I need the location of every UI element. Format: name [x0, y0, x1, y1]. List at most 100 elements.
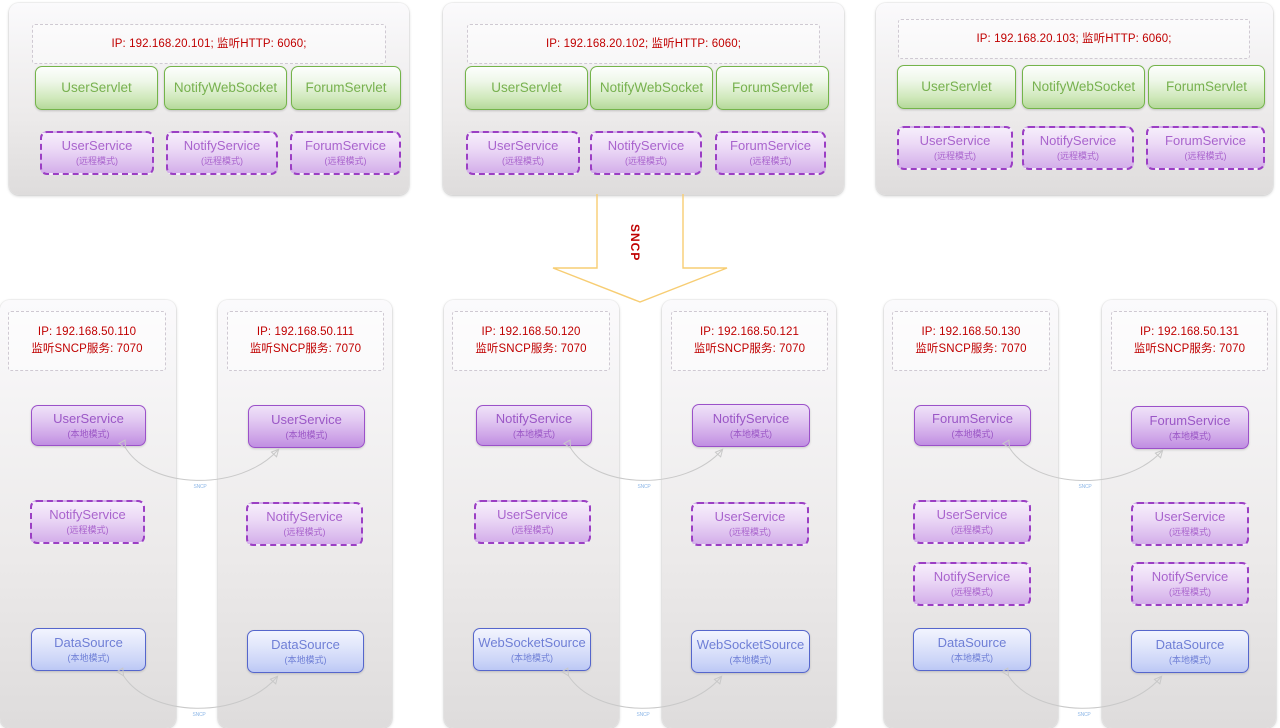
node-name: NotifyService	[495, 410, 573, 426]
servlet-label: ForumServlet	[731, 80, 814, 96]
service-notifyservice-remote-3[interactable]: NotifyService (远程模式)	[1022, 126, 1134, 170]
service-name: ForumService	[305, 138, 386, 154]
node-name: DataSource	[271, 636, 340, 652]
node-name: NotifyService	[933, 569, 1011, 585]
service-userservice-remote-2[interactable]: UserService (远程模式)	[466, 131, 580, 175]
node-userservice-remote-121[interactable]: UserService (远程模式)	[691, 502, 809, 546]
servlet-notifywebsocket-2[interactable]: NotifyWebSocket	[590, 66, 713, 110]
service-node-header-110: IP: 192.168.50.110 监听SNCP服务: 7070	[8, 311, 166, 371]
node-mode: (远程模式)	[511, 525, 554, 536]
app-server-ip-2: IP: 192.168.20.102; 监听HTTP: 6060;	[545, 37, 742, 50]
app-server-panel-3: IP: 192.168.20.103; 监听HTTP: 6060; UserSe…	[876, 3, 1273, 195]
service-notifyservice-remote-2[interactable]: NotifyService (远程模式)	[590, 131, 702, 175]
node-forumservice-local-130[interactable]: ForumService (本地模式)	[914, 405, 1031, 446]
edge-label-sncp-2: SNCP	[192, 712, 206, 718]
node-mode: (本地模式)	[729, 654, 772, 665]
node-forumservice-local-131[interactable]: ForumService (本地模式)	[1131, 406, 1249, 449]
sncp-arrow-label: SNCP	[628, 224, 642, 262]
service-notifyservice-remote-1[interactable]: NotifyService (远程模式)	[166, 131, 278, 175]
servlet-label: ForumServlet	[1165, 79, 1248, 95]
node-notifyservice-remote-111[interactable]: NotifyService (远程模式)	[246, 502, 363, 546]
node-mode: (远程模式)	[1169, 587, 1211, 598]
node-notifyservice-local-121[interactable]: NotifyService (本地模式)	[692, 404, 810, 447]
node-name: UserService	[936, 507, 1008, 523]
service-node-header-120: IP: 192.168.50.120 监听SNCP服务: 7070	[452, 311, 610, 371]
servlet-notifywebsocket-3[interactable]: NotifyWebSocket	[1022, 65, 1145, 109]
service-name: UserService	[61, 138, 133, 154]
servlet-forumservlet-1[interactable]: ForumServlet	[291, 66, 401, 110]
service-mode: (远程模式)	[1184, 151, 1227, 162]
servlet-label: ForumServlet	[305, 80, 387, 96]
service-userservice-remote-1[interactable]: UserService (远程模式)	[40, 131, 154, 175]
node-websocketsource-local-120[interactable]: WebSocketSource (本地模式)	[473, 628, 591, 671]
servlet-notifywebsocket-1[interactable]: NotifyWebSocket	[164, 66, 287, 110]
service-name: ForumService	[730, 138, 811, 154]
node-notifyservice-remote-110[interactable]: NotifyService (远程模式)	[30, 500, 145, 544]
node-mode: (本地模式)	[1169, 430, 1211, 441]
service-mode: (远程模式)	[324, 156, 367, 167]
service-forumservice-remote-2[interactable]: ForumService (远程模式)	[715, 131, 826, 175]
service-node-port-121: 监听SNCP服务: 7070	[693, 343, 806, 355]
servlet-label: NotifyWebSocket	[1031, 79, 1136, 95]
app-server-header-3: IP: 192.168.20.103; 监听HTTP: 6060;	[898, 19, 1250, 59]
node-mode: (本地模式)	[284, 654, 327, 665]
service-node-header-121: IP: 192.168.50.121 监听SNCP服务: 7070	[671, 311, 828, 371]
service-name: NotifyService	[607, 138, 685, 154]
node-mode: (本地模式)	[285, 429, 328, 440]
service-name: NotifyService	[1039, 133, 1117, 149]
node-name: UserService	[53, 410, 124, 426]
servlet-label: UserServlet	[921, 79, 992, 95]
servlet-forumservlet-2[interactable]: ForumServlet	[716, 66, 829, 110]
servlet-label: UserServlet	[61, 80, 132, 96]
sncp-arrow	[552, 194, 728, 303]
service-node-port-120: 监听SNCP服务: 7070	[475, 343, 587, 355]
node-datasource-local-130[interactable]: DataSource (本地模式)	[913, 628, 1031, 671]
service-node-panel-111: IP: 192.168.50.111 监听SNCP服务: 7070 UserSe…	[218, 300, 392, 728]
app-server-header-2: IP: 192.168.20.102; 监听HTTP: 6060;	[467, 24, 820, 64]
servlet-userservlet-3[interactable]: UserServlet	[897, 65, 1016, 109]
node-datasource-local-131[interactable]: DataSource (本地模式)	[1131, 630, 1249, 673]
node-notifyservice-remote-130[interactable]: NotifyService (远程模式)	[913, 562, 1031, 606]
service-mode: (远程模式)	[749, 156, 792, 167]
node-name: UserService	[497, 507, 568, 523]
service-node-ip-110: IP: 192.168.50.110	[37, 326, 137, 338]
service-node-port-130: 监听SNCP服务: 7070	[915, 343, 1027, 355]
node-websocketsource-local-121[interactable]: WebSocketSource (本地模式)	[691, 630, 810, 673]
node-name: UserService	[271, 411, 342, 427]
node-mode: (远程模式)	[951, 525, 993, 536]
app-server-panel-2: IP: 192.168.20.102; 监听HTTP: 6060; UserSe…	[443, 3, 844, 195]
node-name: DataSource	[54, 634, 123, 650]
node-mode: (远程模式)	[1169, 527, 1211, 538]
edge-label-sncp-5: SNCP	[1078, 484, 1092, 490]
servlet-userservlet-2[interactable]: UserServlet	[465, 66, 588, 110]
node-name: NotifyService	[49, 507, 126, 523]
app-server-panel-1: IP: 192.168.20.101; 监听HTTP: 6060; UserSe…	[9, 3, 409, 195]
servlet-userservlet-1[interactable]: UserServlet	[35, 66, 158, 110]
node-notifyservice-remote-131[interactable]: NotifyService (远程模式)	[1131, 562, 1249, 606]
node-mode: (本地模式)	[67, 428, 110, 439]
node-name: WebSocketSource	[478, 634, 586, 650]
node-notifyservice-local-120[interactable]: NotifyService (本地模式)	[476, 405, 592, 446]
node-datasource-local-110[interactable]: DataSource (本地模式)	[31, 628, 146, 671]
servlet-label: NotifyWebSocket	[599, 80, 704, 96]
servlet-forumservlet-3[interactable]: ForumServlet	[1148, 65, 1265, 109]
service-forumservice-remote-1[interactable]: ForumService (远程模式)	[290, 131, 401, 175]
node-mode: (本地模式)	[1169, 654, 1211, 665]
service-node-panel-110: IP: 192.168.50.110 监听SNCP服务: 7070 UserSe…	[0, 300, 176, 728]
node-userservice-local-111[interactable]: UserService (本地模式)	[248, 405, 365, 448]
node-userservice-remote-130[interactable]: UserService (远程模式)	[913, 500, 1031, 544]
node-mode: (本地模式)	[67, 652, 110, 663]
node-datasource-local-111[interactable]: DataSource (本地模式)	[247, 630, 364, 673]
node-userservice-remote-120[interactable]: UserService (远程模式)	[474, 500, 591, 544]
node-name: NotifyService	[1151, 569, 1229, 585]
service-node-port-111: 监听SNCP服务: 7070	[249, 343, 362, 355]
service-userservice-remote-3[interactable]: UserService (远程模式)	[897, 126, 1013, 170]
app-server-ip-3: IP: 192.168.20.103; 监听HTTP: 6060;	[976, 32, 1172, 45]
servlet-label: NotifyWebSocket	[173, 80, 278, 96]
node-userservice-remote-131[interactable]: UserService (远程模式)	[1131, 502, 1249, 546]
service-forumservice-remote-3[interactable]: ForumService (远程模式)	[1146, 126, 1265, 170]
service-node-ip-120: IP: 192.168.50.120	[481, 326, 581, 338]
node-mode: (远程模式)	[729, 527, 771, 538]
node-userservice-local-110[interactable]: UserService (本地模式)	[31, 405, 146, 446]
